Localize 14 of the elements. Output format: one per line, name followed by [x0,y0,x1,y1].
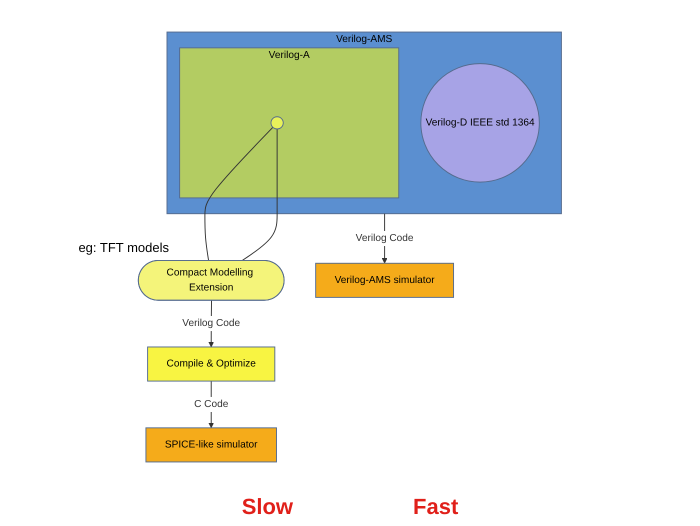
node-note: eg: TFT models [78,240,169,256]
edge-label: C Code [194,398,228,410]
connector [241,128,278,262]
node-box: Verilog-AMS simulator [315,262,454,298]
node-box: SPICE-like simulator [146,427,278,462]
speed-label: Fast [413,494,458,520]
edge-label: Verilog Code [182,318,240,329]
speed-label: Slow [242,494,294,520]
edge-label: Verilog Code [356,232,414,244]
node-box: Compile & Optimize [147,346,276,382]
node-circle: Verilog-D IEEE std 1364 [420,63,540,183]
cluster: Verilog-A [179,47,400,198]
node-circle [270,116,284,130]
connector [204,126,274,262]
